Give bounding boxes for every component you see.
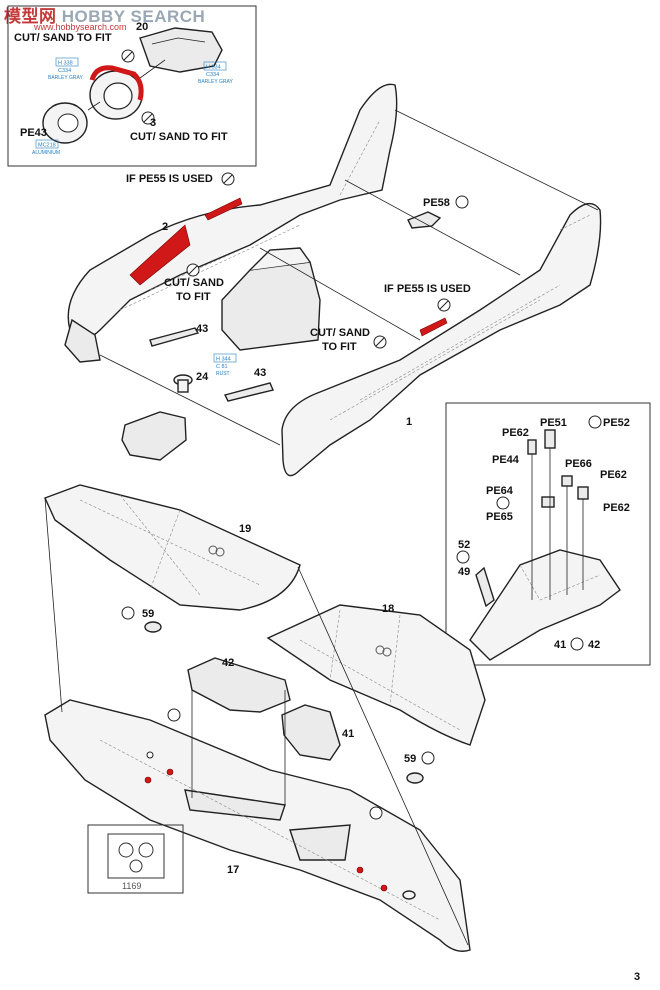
pedal-part-49 <box>475 566 495 608</box>
label-pe58: PE58 <box>423 197 450 209</box>
inset-box-top <box>7 5 257 167</box>
pe66-part <box>561 475 573 487</box>
label-part-43b: 43 <box>254 367 266 379</box>
rail-part-43a <box>149 327 200 347</box>
note-cut-sand-1: CUT/ SAND TO FIT <box>14 32 112 44</box>
wing-upper-left-part-19 <box>44 484 301 611</box>
wing-lower-part-17 <box>44 699 471 952</box>
label-part-2: 2 <box>162 221 168 233</box>
label-part-42b: 42 <box>588 639 600 651</box>
label-mask-1169: 1169 <box>122 881 141 891</box>
pe62-bracket-2 <box>577 486 589 500</box>
mask-panel-1169 <box>87 824 184 894</box>
note-cut-sand-3a: CUT/ SAND <box>164 277 224 289</box>
label-part-59a: 59 <box>142 608 154 620</box>
paint-gray-code2: C334 <box>58 68 71 74</box>
paint-rust-code1: H 344 <box>216 357 231 363</box>
paint-rust-code2: C 81 <box>216 364 228 370</box>
note-if-pe55-2: IF PE55 IS USED <box>384 283 471 295</box>
label-pe65: PE65 <box>486 511 513 523</box>
label-part-49: 49 <box>458 566 470 578</box>
note-if-pe55-1: IF PE55 IS USED <box>126 173 213 185</box>
cockpit-floor <box>469 549 621 661</box>
paint-alu-code: MC218 <box>38 143 56 149</box>
paint-gray2-name: BARLEY GRAY <box>198 79 233 85</box>
label-part-41b: 41 <box>554 639 566 651</box>
rail-part-43b <box>223 382 274 402</box>
knob-part-24 <box>173 374 193 393</box>
paint-gray2-code1: H 334 <box>206 65 221 71</box>
label-part-41a: 41 <box>342 728 354 740</box>
label-pe62-c: PE62 <box>603 502 630 514</box>
nose-detail <box>64 318 101 363</box>
fuselage-half-part-1 <box>281 202 602 477</box>
label-pe51: PE51 <box>540 417 567 429</box>
part-59a <box>144 621 162 633</box>
inset-box-right <box>445 402 651 666</box>
page-number: 3 <box>634 971 640 983</box>
bezel-part-pe43 <box>42 102 88 144</box>
label-part-1: 1 <box>406 416 412 428</box>
watermark-cn: 模型网 <box>4 7 57 26</box>
paint-gray-code1: H 338 <box>58 61 73 67</box>
label-part-20: 20 <box>136 21 148 33</box>
seat-block <box>121 411 187 461</box>
watermark-site: www.hobbysearch.com <box>34 22 127 32</box>
pe64-part <box>541 496 555 508</box>
watermark-logo: 模型网 HOBBY SEARCH <box>4 2 205 27</box>
paint-alu-name: ALUMINIUM <box>32 150 60 156</box>
label-pe52: PE52 <box>603 417 630 429</box>
label-part-42a: 42 <box>222 657 234 669</box>
seat-part-3 <box>89 65 144 120</box>
label-part-18: 18 <box>382 603 394 615</box>
label-part-19: 19 <box>239 523 251 535</box>
label-part-pe43: PE43 <box>20 127 47 139</box>
label-part-17: 17 <box>227 864 239 876</box>
wheel-well-part-42 <box>187 657 291 713</box>
label-pe64: PE64 <box>486 485 514 497</box>
wheel-well-part-41 <box>281 704 341 761</box>
fuselage-half-part-2 <box>67 83 398 339</box>
label-pe62-b: PE62 <box>600 469 627 481</box>
pe58-part <box>407 211 442 229</box>
label-part-59b: 59 <box>404 753 416 765</box>
label-part-43a: 43 <box>196 323 208 335</box>
paint-rust-name: RUST <box>216 371 230 377</box>
note-cut-sand-2: CUT/ SAND TO FIT <box>130 131 228 143</box>
pe62-bracket <box>527 439 537 455</box>
paint-gray2-code2: C334 <box>206 72 219 78</box>
pe51-part <box>544 429 556 449</box>
paint-gray-name: BARLEY GRAY <box>48 75 83 81</box>
part-59b <box>406 772 424 784</box>
label-pe62-a: PE62 <box>502 427 529 439</box>
label-part-3: 3 <box>150 117 156 129</box>
note-cut-sand-3b: TO FIT <box>176 291 211 303</box>
cockpit-tub <box>221 247 321 351</box>
label-part-52: 52 <box>458 539 470 551</box>
wing-upper-right-part-18 <box>266 604 486 746</box>
note-cut-sand-4a: CUT/ SAND <box>310 327 370 339</box>
label-part-24: 24 <box>196 371 209 383</box>
label-pe66: PE66 <box>565 458 592 470</box>
watermark-en: HOBBY SEARCH <box>61 7 206 26</box>
note-cut-sand-4b: TO FIT <box>322 341 357 353</box>
label-pe44: PE44 <box>492 454 520 466</box>
